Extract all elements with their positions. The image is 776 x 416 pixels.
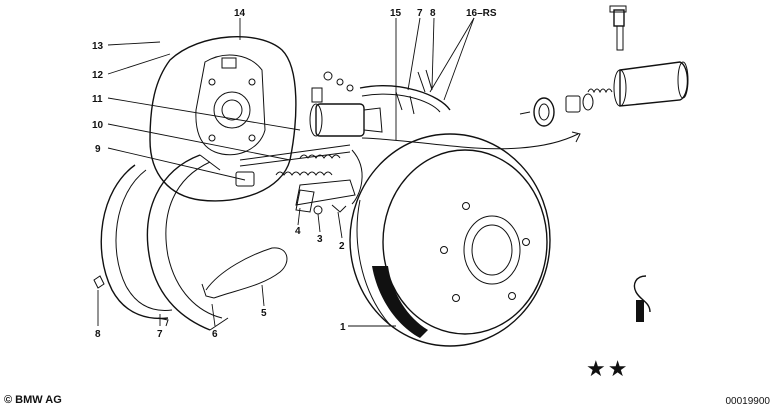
label-11: 11 — [92, 94, 103, 105]
label-3: 3 — [317, 234, 323, 245]
wheel-cylinder-mounted — [309, 71, 383, 137]
label-7-top: 7 — [417, 8, 423, 19]
label-5: 5 — [261, 308, 267, 319]
label-1: 1 — [340, 322, 346, 333]
label-6: 6 — [212, 329, 218, 340]
label-10: 10 — [92, 120, 104, 131]
label-16-rs: 16–RS — [466, 8, 497, 19]
small-fasteners — [93, 189, 347, 327]
label-7-bottom: 7 — [157, 329, 163, 340]
leader-lines — [97, 17, 475, 327]
diagram-code: 00019900 — [725, 396, 771, 407]
upper-brake-shoe — [359, 69, 451, 115]
brake-springs — [235, 144, 356, 206]
label-14: 14 — [234, 8, 246, 19]
footnote-stars: ★★ — [586, 356, 630, 381]
brake-drum — [349, 133, 551, 347]
brake-shoe — [146, 154, 229, 331]
label-15: 15 — [390, 8, 402, 19]
label-12: 12 — [92, 70, 104, 81]
label-8-top: 8 — [430, 8, 436, 19]
label-2: 2 — [339, 241, 345, 252]
callout-labels: 14 13 12 11 10 9 15 7 8 16–RS 2 3 4 5 6 … — [92, 8, 497, 340]
label-8-bottom: 8 — [95, 329, 101, 340]
backing-plate — [149, 36, 297, 202]
label-4: 4 — [295, 226, 301, 237]
brake-lining — [100, 164, 173, 320]
partial-component — [633, 275, 651, 322]
wheel-cylinder-exploded — [519, 5, 689, 127]
return-spring — [201, 247, 288, 299]
brand-copyright: © BMW AG — [4, 394, 62, 406]
brake-cable — [351, 131, 581, 205]
label-13: 13 — [92, 41, 104, 52]
label-9: 9 — [95, 144, 101, 155]
